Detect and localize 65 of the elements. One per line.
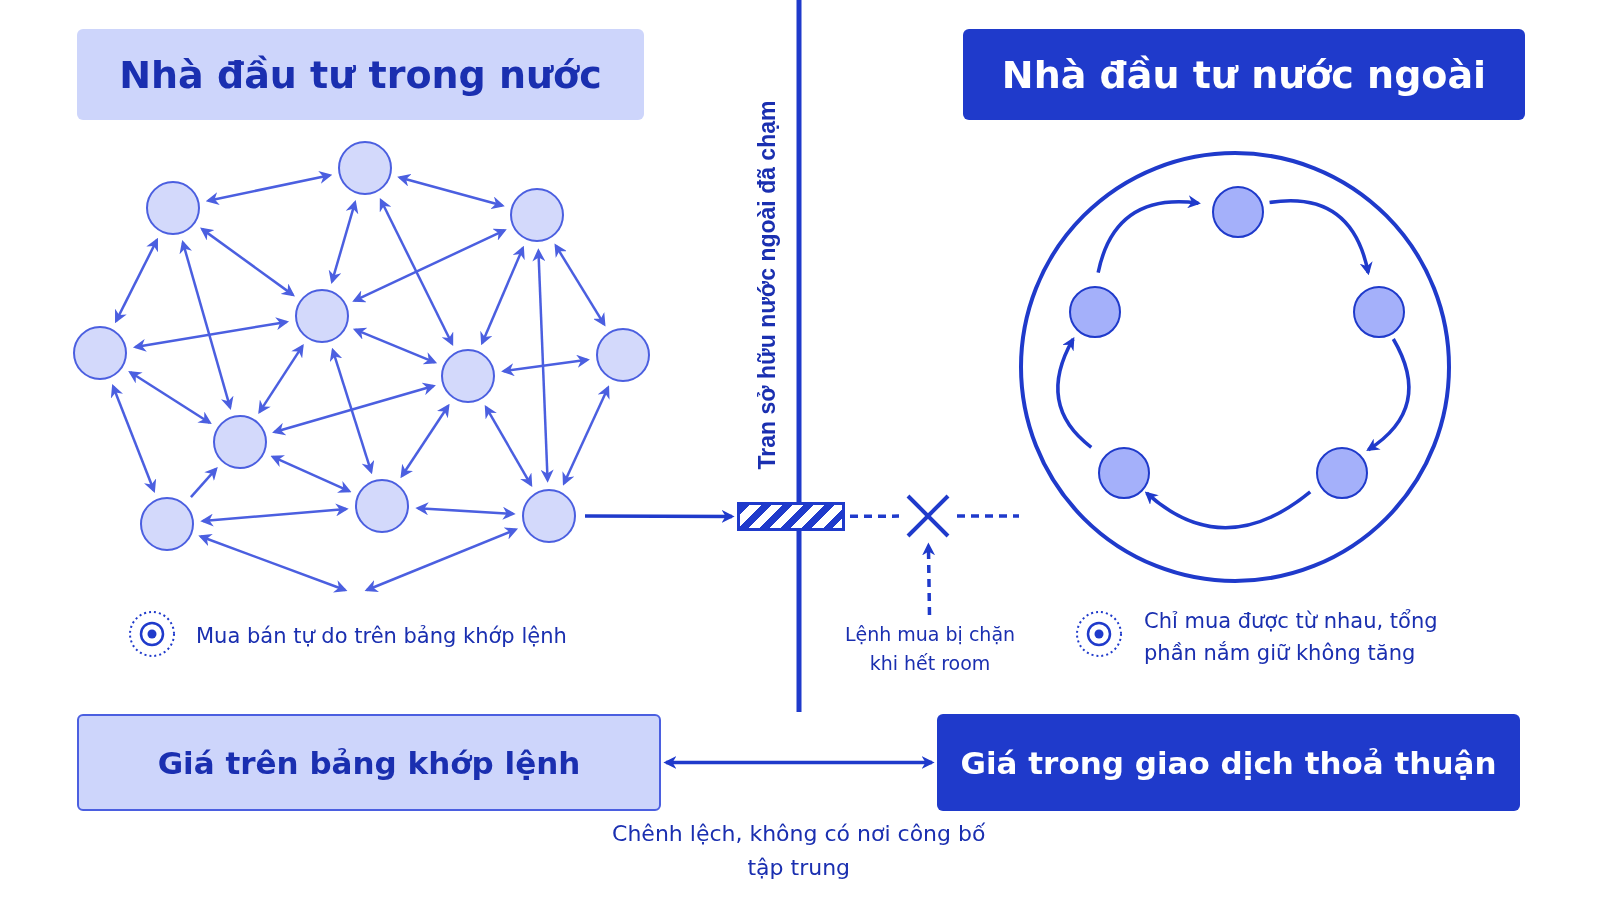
cross-mark bbox=[904, 492, 952, 540]
circle-node bbox=[1069, 286, 1121, 338]
double-arrow bbox=[270, 455, 352, 493]
double-arrow bbox=[258, 344, 304, 414]
circle-node bbox=[295, 289, 349, 343]
circle-node bbox=[510, 188, 564, 242]
circle-node bbox=[1353, 286, 1405, 338]
circle-node bbox=[213, 415, 267, 469]
double-arrow bbox=[480, 245, 525, 346]
double-arrow bbox=[562, 385, 610, 486]
hatched-bar bbox=[737, 502, 845, 531]
curved-arrow bbox=[1096, 195, 1201, 274]
annotation-text: Lệnh mua bị chặn khi hết room bbox=[838, 620, 1022, 678]
double-arrow bbox=[179, 240, 234, 410]
circle-node bbox=[338, 141, 392, 195]
double-arrow bbox=[200, 227, 295, 297]
price-box: Giá trong giao dịch thoả thuận bbox=[937, 714, 1520, 811]
double-arrow bbox=[272, 382, 436, 436]
double-arrow bbox=[132, 317, 290, 352]
circle-node bbox=[140, 497, 194, 551]
double-arrow bbox=[329, 347, 375, 475]
double-arrow bbox=[200, 503, 349, 527]
double-arrow bbox=[397, 173, 505, 210]
double-arrow bbox=[532, 248, 554, 483]
double-arrow bbox=[400, 403, 450, 479]
arrow bbox=[585, 509, 735, 523]
double-arrow bbox=[663, 756, 935, 769]
circle-node bbox=[596, 328, 650, 382]
circle-node bbox=[1098, 447, 1150, 499]
curved-arrow bbox=[1366, 338, 1411, 452]
double-arrow bbox=[352, 327, 438, 365]
double-arrow bbox=[554, 243, 606, 327]
circle-node bbox=[73, 326, 127, 380]
circle-node bbox=[1212, 186, 1264, 238]
double-arrow bbox=[115, 237, 158, 324]
double-arrow bbox=[328, 200, 359, 284]
vertical-label: Tran sở hữu nước ngoài đã chạm bbox=[753, 99, 781, 472]
double-arrow bbox=[205, 171, 333, 205]
double-arrow bbox=[128, 370, 212, 425]
double-arrow bbox=[198, 534, 348, 593]
circle-node bbox=[522, 489, 576, 543]
double-arrow bbox=[415, 502, 516, 520]
note-text: Mua bán tự do trên bảng khớp lệnh bbox=[196, 623, 568, 650]
arrow bbox=[190, 466, 218, 498]
dashed-line bbox=[957, 514, 1019, 518]
double-arrow bbox=[110, 384, 157, 493]
dashed-line bbox=[850, 514, 899, 519]
double-arrow bbox=[352, 228, 507, 303]
circle-node bbox=[1316, 447, 1368, 499]
curved-arrow bbox=[1056, 336, 1093, 449]
heading-box: Nhà đầu tư nước ngoài bbox=[963, 29, 1525, 120]
double-arrow bbox=[501, 354, 590, 377]
note-text: Chỉ mua được từ nhau, tổng phần nắm giữ không tăng bbox=[1144, 608, 1439, 667]
circle-node bbox=[441, 349, 495, 403]
double-arrow bbox=[379, 197, 454, 347]
large-circle bbox=[1019, 151, 1451, 583]
price-box: Giá trên bảng khớp lệnh bbox=[77, 714, 661, 811]
curved-arrow bbox=[1269, 199, 1373, 276]
double-arrow bbox=[484, 404, 533, 488]
double-arrow bbox=[364, 527, 519, 593]
circle-node bbox=[146, 181, 200, 235]
curved-arrow bbox=[1144, 490, 1312, 530]
dashed-arrow bbox=[922, 542, 936, 616]
circle-node bbox=[355, 479, 409, 533]
heading-box: Nhà đầu tư trong nước bbox=[77, 29, 644, 120]
